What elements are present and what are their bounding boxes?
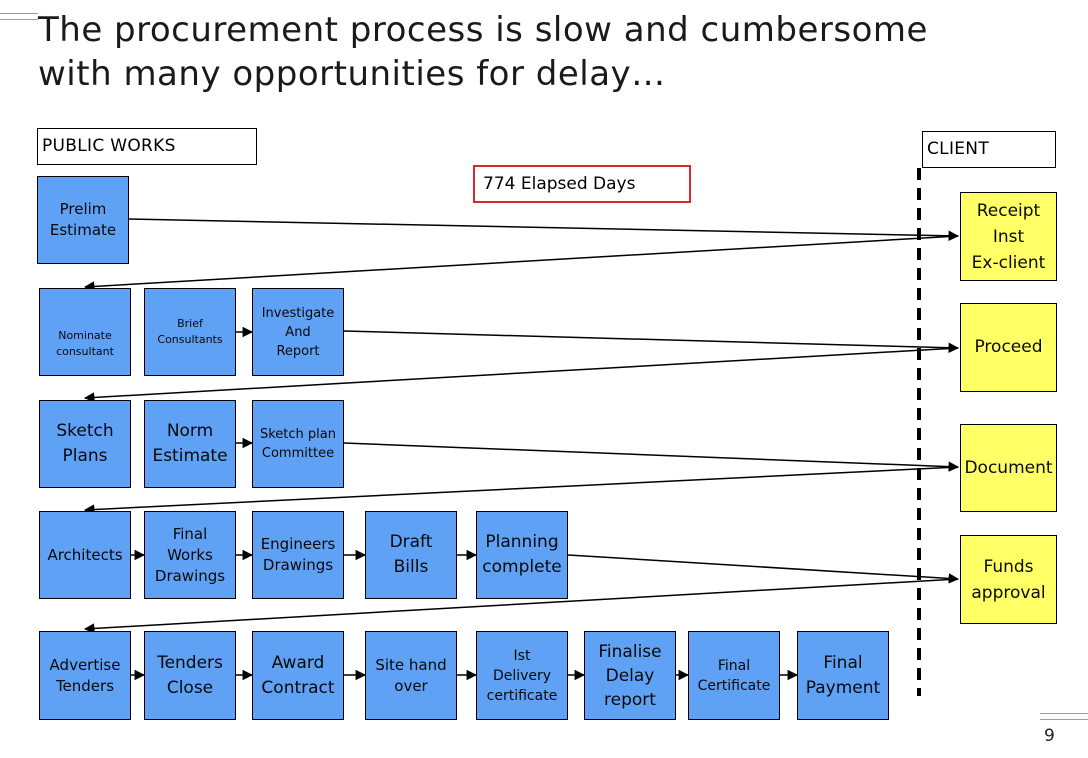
final-payment-box: Final Payment [797, 631, 889, 720]
public-works-label: PUBLIC WORKS [37, 128, 257, 165]
nominate-consultant-box: Nominate consultant [39, 288, 131, 376]
final-certificate-box: Final Certificate [688, 631, 780, 720]
engineers-drawings-box: Engineers Drawings [252, 511, 344, 599]
brief-consultants-box: Brief Consultants [144, 288, 236, 376]
client-label: CLIENT [922, 131, 1056, 168]
finalise-delay-report-box: Finalise Delay report [584, 631, 676, 720]
prelim-estimate-box: Prelim Estimate [37, 176, 129, 264]
arrow-sketchplan-to-document [343, 442, 960, 472]
norm-estimate-box: Norm Estimate [144, 400, 236, 488]
arrow-receipt-to-nominate [83, 235, 959, 292]
site-hand-over-box: Site hand over [365, 631, 457, 720]
investigate-and-report-box: Investigate And Report [252, 288, 344, 376]
page-number: 9 [1044, 726, 1055, 746]
sketch-plan-committee-box: Sketch plan Committee [252, 400, 344, 488]
award-contract-box: Award Contract [252, 631, 344, 720]
architects-box: Architects [39, 511, 131, 599]
ist-delivery-certificate-box: Ist Delivery certificate [476, 631, 568, 720]
title-line-1: The procurement process is slow and cumb… [38, 10, 928, 50]
final-works-drawings-box: Final Works Drawings [144, 511, 236, 599]
arrow-investigate-to-proceed [343, 330, 960, 353]
slide-title: The procurement process is slow and cumb… [38, 8, 1078, 96]
proceed-box: Proceed [960, 303, 1057, 392]
top-left-decoration-line [0, 19, 38, 20]
planning-complete-box: Planning complete [476, 511, 568, 599]
arrow-prelim-to-receipt [128, 218, 960, 242]
client-divider-line [917, 168, 921, 696]
arrow-proceed-to-sketch [83, 347, 959, 403]
bottom-right-decoration-line [1040, 713, 1088, 714]
arrow-funds-to-advertise [83, 578, 959, 634]
draft-bills-box: Draft Bills [365, 511, 457, 599]
title-line-2: with many opportunities for delay… [38, 54, 666, 94]
top-left-decoration-line [0, 13, 38, 14]
elapsed-days-label: 774 Elapsed Days [473, 165, 691, 203]
advertise-tenders-box: Advertise Tenders [39, 631, 131, 720]
sketch-plans-box: Sketch Plans [39, 400, 131, 488]
tenders-close-box: Tenders Close [144, 631, 236, 720]
bottom-right-decoration-line [1040, 719, 1088, 720]
document-box: Document [960, 424, 1057, 512]
funds-approval-box: Funds approval [960, 535, 1057, 624]
receipt-inst-ex-client-box: Receipt Inst Ex-client [960, 192, 1057, 281]
arrow-planning-to-funds [567, 554, 960, 584]
arrow-document-to-architects [83, 466, 959, 515]
